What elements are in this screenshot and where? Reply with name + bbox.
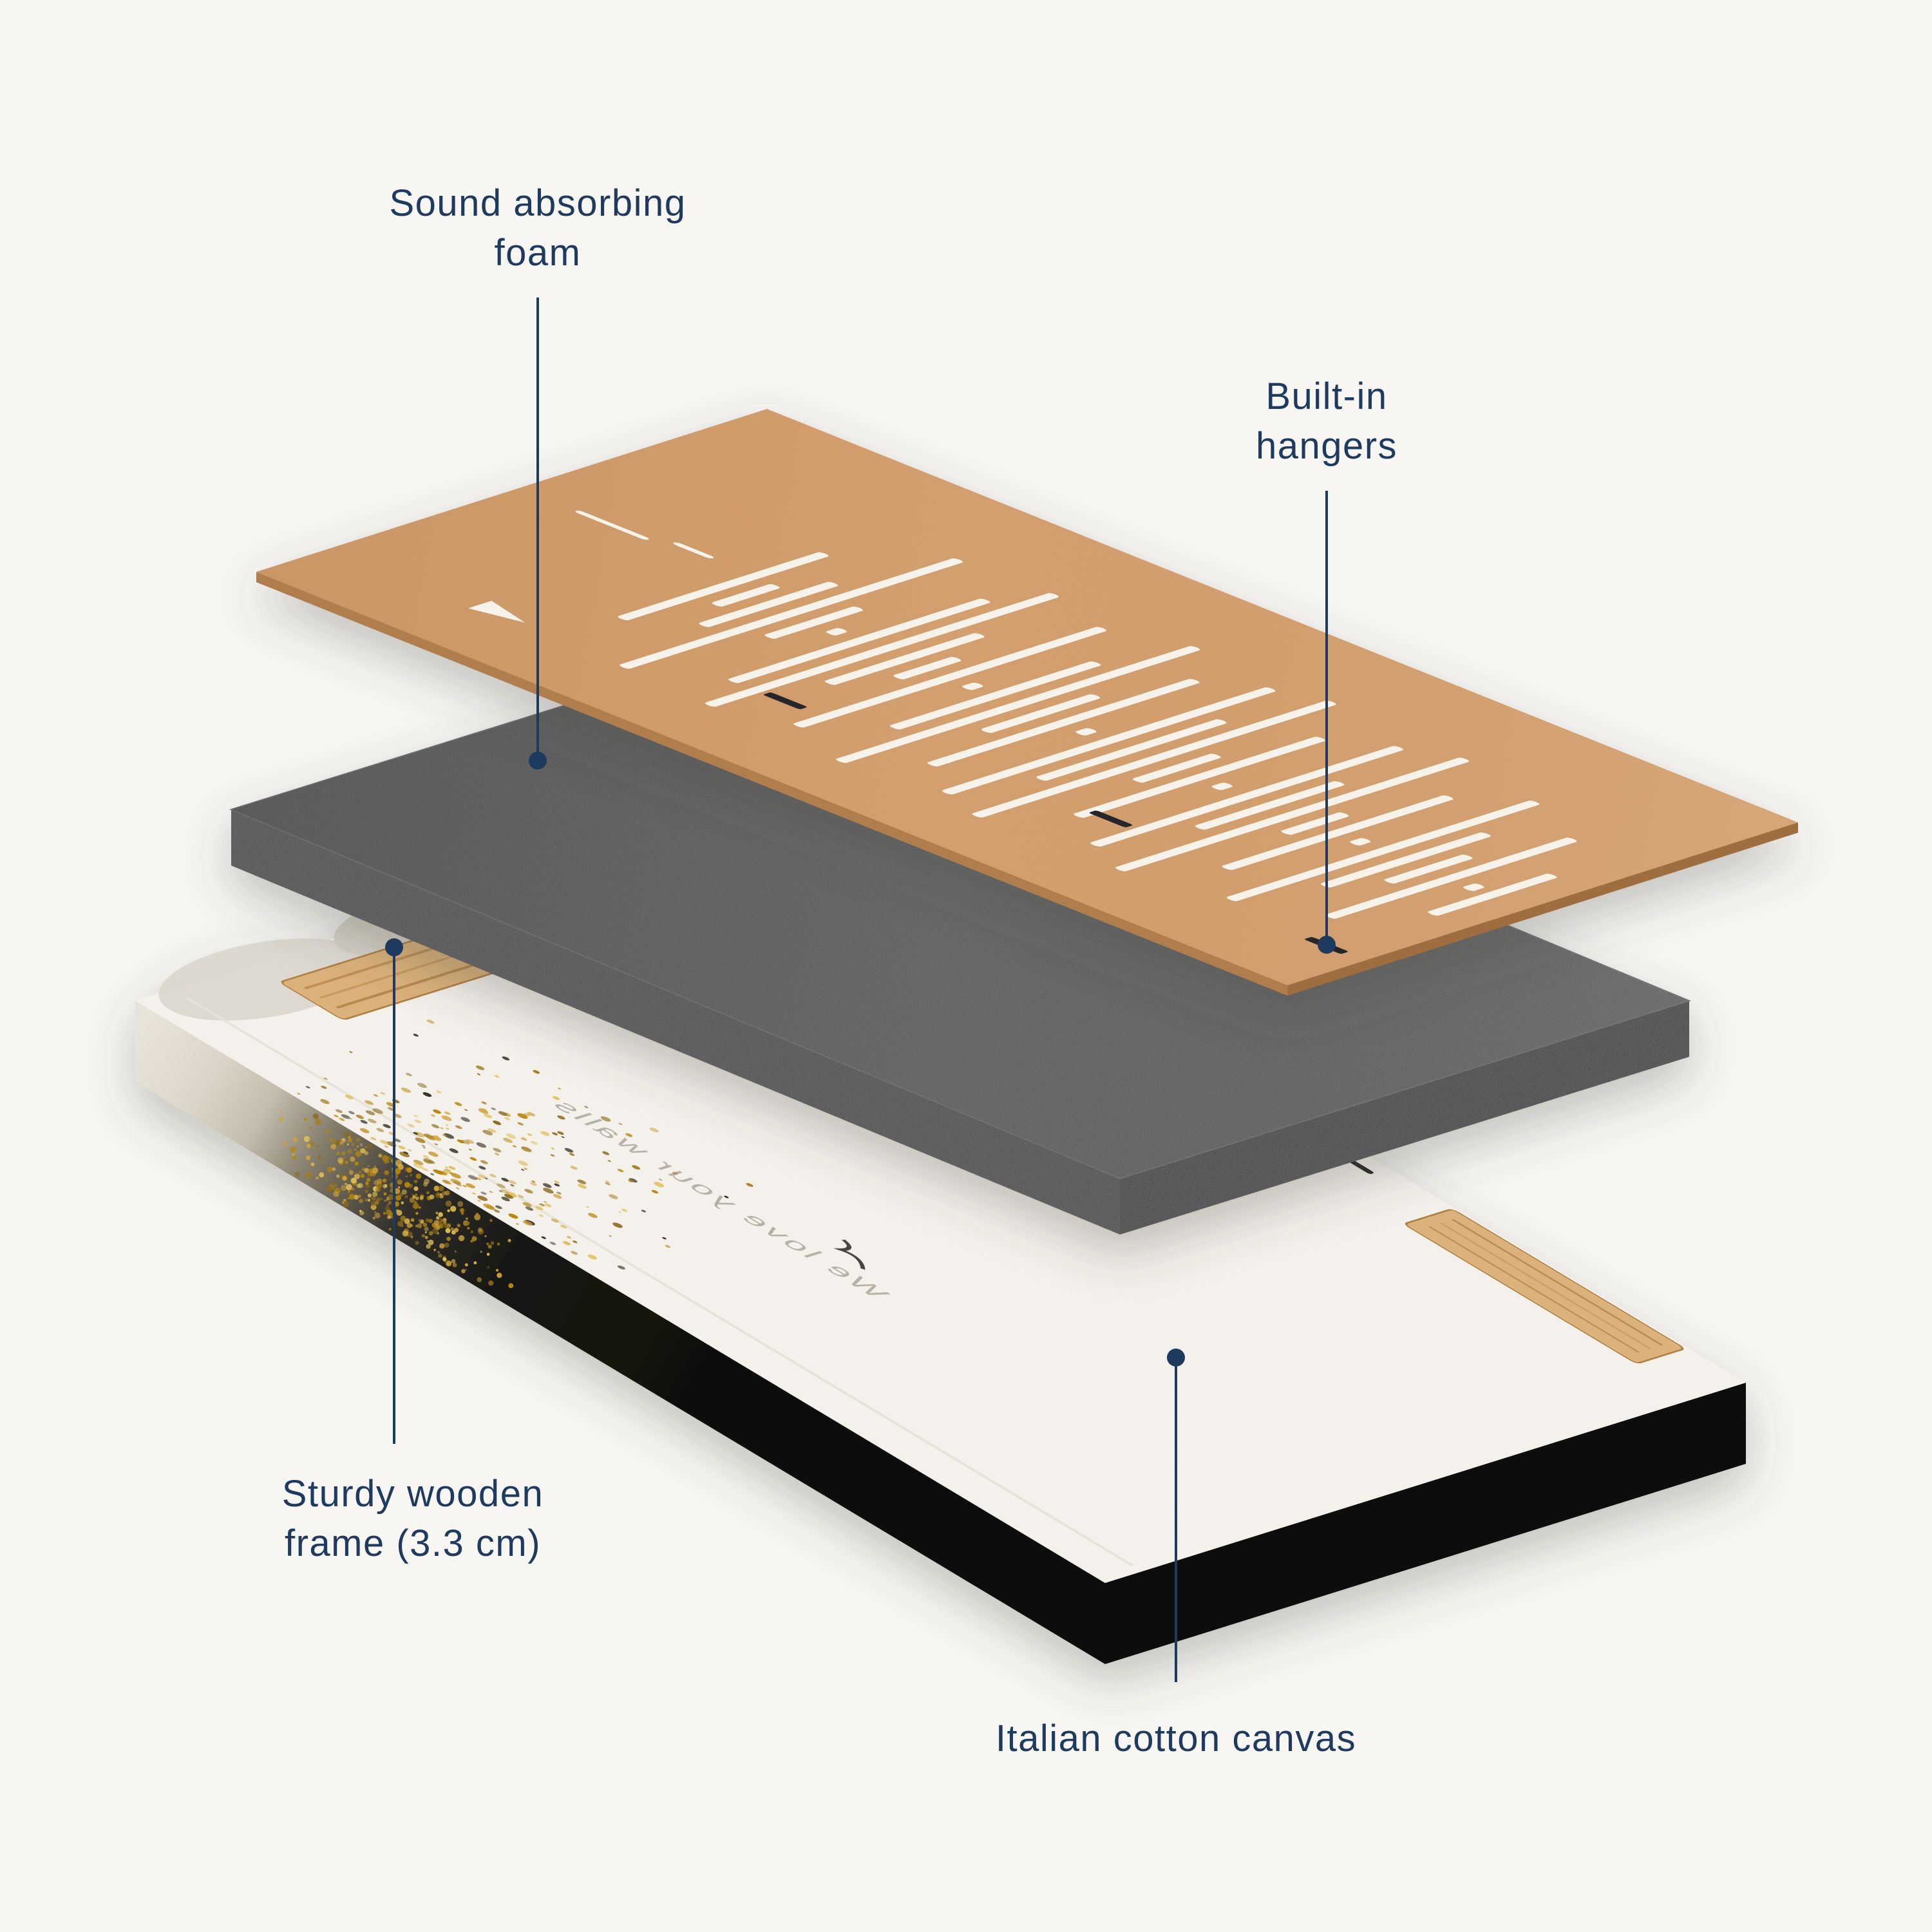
label-foam-line2: foam	[494, 231, 582, 274]
canvas-front-side	[135, 1001, 1105, 1664]
label-frame-line2: frame (3.3 cm)	[284, 1522, 542, 1564]
title-line-cutouts	[575, 510, 714, 559]
gold-speckles-side	[279, 1103, 514, 1289]
panel-end-edge	[1287, 822, 1798, 996]
soundwave-panel-layer	[256, 409, 1798, 996]
label-sound-absorbing-foam: Sound absorbing foam	[389, 179, 686, 278]
foam-front-side	[231, 810, 1120, 1235]
acoustic-foam-layer	[229, 630, 1691, 1235]
panel-front-edge	[256, 572, 1287, 996]
soundwave-cutouts	[618, 552, 1577, 919]
wooden-stretcher-bar-back	[1405, 1209, 1684, 1364]
canvas-fold-line	[185, 997, 1135, 1566]
label-italian-cotton-canvas: Italian cotton canvas	[996, 1714, 1356, 1764]
foam-shading	[231, 632, 1689, 1179]
canvas-dot	[1167, 1349, 1185, 1367]
label-canvas-line1: Italian cotton canvas	[995, 1718, 1357, 1759]
brand-squiggle	[833, 1240, 866, 1270]
canvas-back-face	[135, 800, 1746, 1583]
label-hangers-line2: hangers	[1255, 424, 1398, 467]
foam-end-side	[1120, 1001, 1689, 1235]
gold-speckles-top	[297, 1019, 753, 1270]
label-frame-line1: Sturdy wooden	[281, 1473, 544, 1515]
foam-dot	[529, 752, 547, 770]
hangers-dot	[1318, 936, 1336, 954]
annotation-layer	[385, 298, 1336, 1682]
label-sturdy-wooden-frame: Sturdy wooden frame (3.3 cm)	[282, 1470, 544, 1568]
label-built-in-hangers: Built-in hangers	[1256, 372, 1397, 471]
play-icon-cutout	[468, 600, 526, 623]
label-foam-line1: Sound absorbing	[389, 182, 687, 224]
label-hangers-line1: Built-in	[1265, 375, 1388, 417]
canvas-frame-layer: We love your walls	[135, 800, 1746, 1664]
frame-dot	[385, 938, 403, 956]
canvas-end-side	[1105, 1383, 1746, 1664]
